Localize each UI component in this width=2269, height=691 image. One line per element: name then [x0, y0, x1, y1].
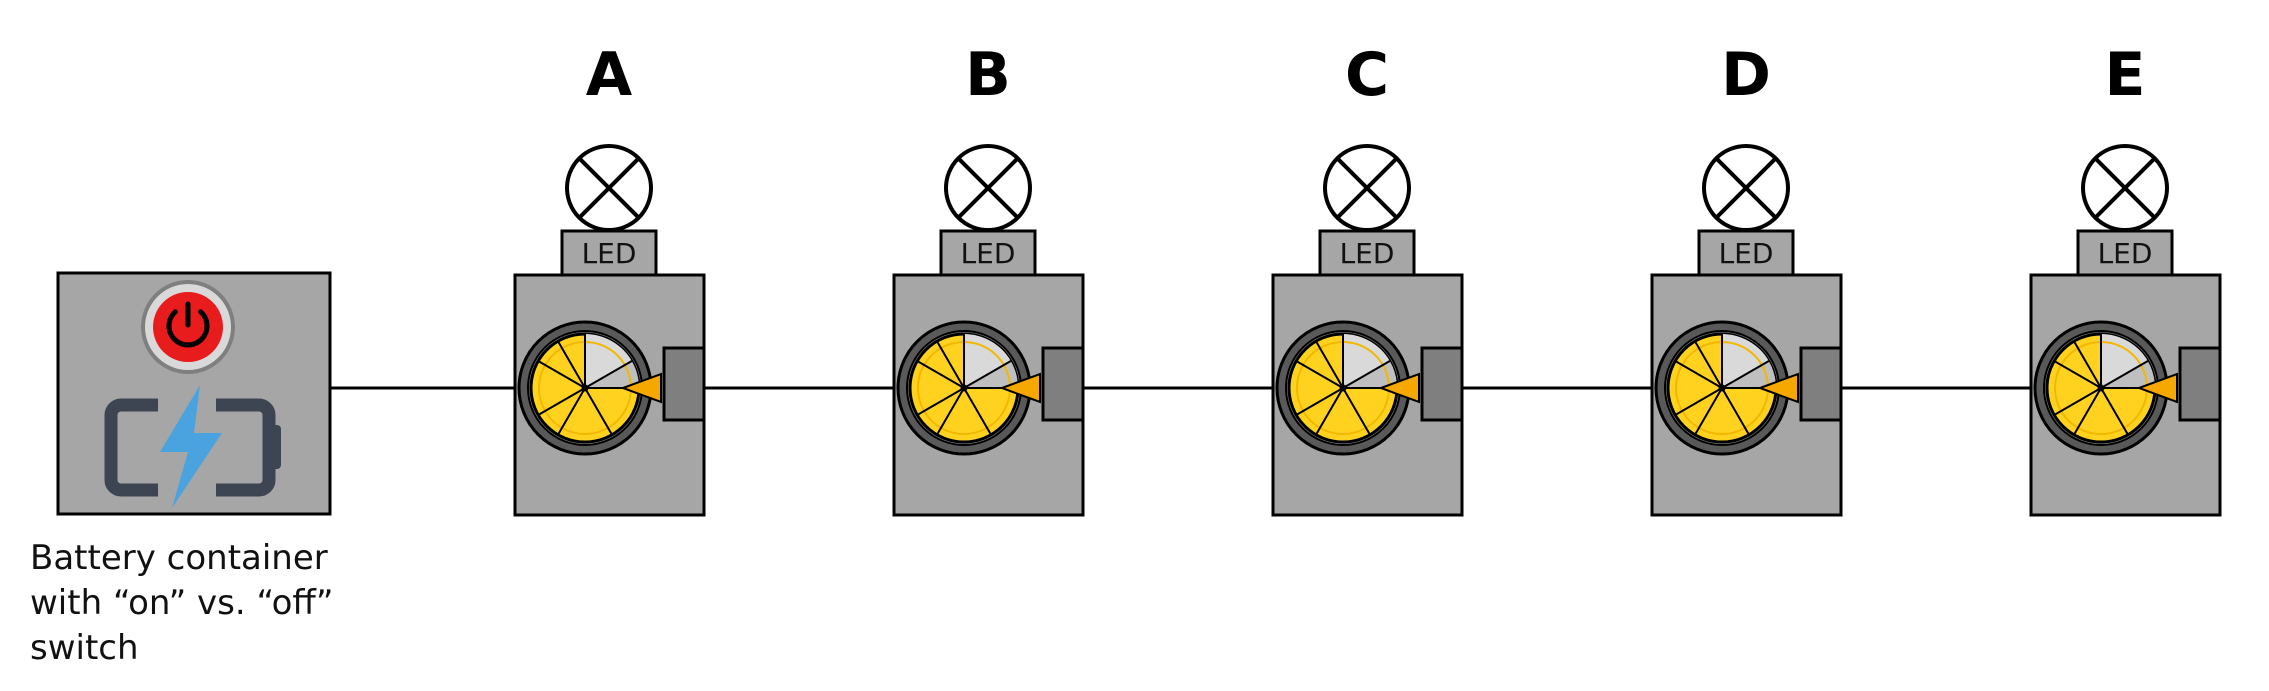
- module-letter: B: [965, 40, 1011, 110]
- power-icon[interactable]: [141, 280, 235, 374]
- module-a: A LED: [513, 40, 706, 517]
- led-label: LED: [582, 237, 637, 270]
- battery-container: [56, 271, 332, 516]
- module-b: B LED: [892, 40, 1085, 517]
- battery-caption-line: switch: [30, 628, 139, 668]
- module-letter: A: [586, 40, 633, 110]
- battery-caption-line: Battery container: [30, 538, 328, 578]
- battery-caption-line: with “on” vs. “off”: [30, 583, 334, 623]
- lamp-icon: [513, 144, 706, 517]
- lamp-icon: [1650, 144, 1843, 517]
- module-e: E LED: [2029, 40, 2222, 517]
- module-letter: D: [1721, 40, 1771, 110]
- module-c: C LED: [1271, 40, 1464, 517]
- lamp-icon: [1271, 144, 1464, 517]
- module-letter: C: [1345, 40, 1389, 110]
- module-d: D LED: [1650, 40, 1843, 517]
- module-letter: E: [2105, 40, 2146, 110]
- battery-caption: Battery container with “on” vs. “off” sw…: [30, 536, 370, 671]
- led-label: LED: [961, 237, 1016, 270]
- led-label: LED: [2098, 237, 2153, 270]
- lamp-icon: [892, 144, 1085, 517]
- lamp-icon: [2029, 144, 2222, 517]
- led-label: LED: [1340, 237, 1395, 270]
- battery-charging-icon: [104, 385, 281, 508]
- led-label: LED: [1719, 237, 1774, 270]
